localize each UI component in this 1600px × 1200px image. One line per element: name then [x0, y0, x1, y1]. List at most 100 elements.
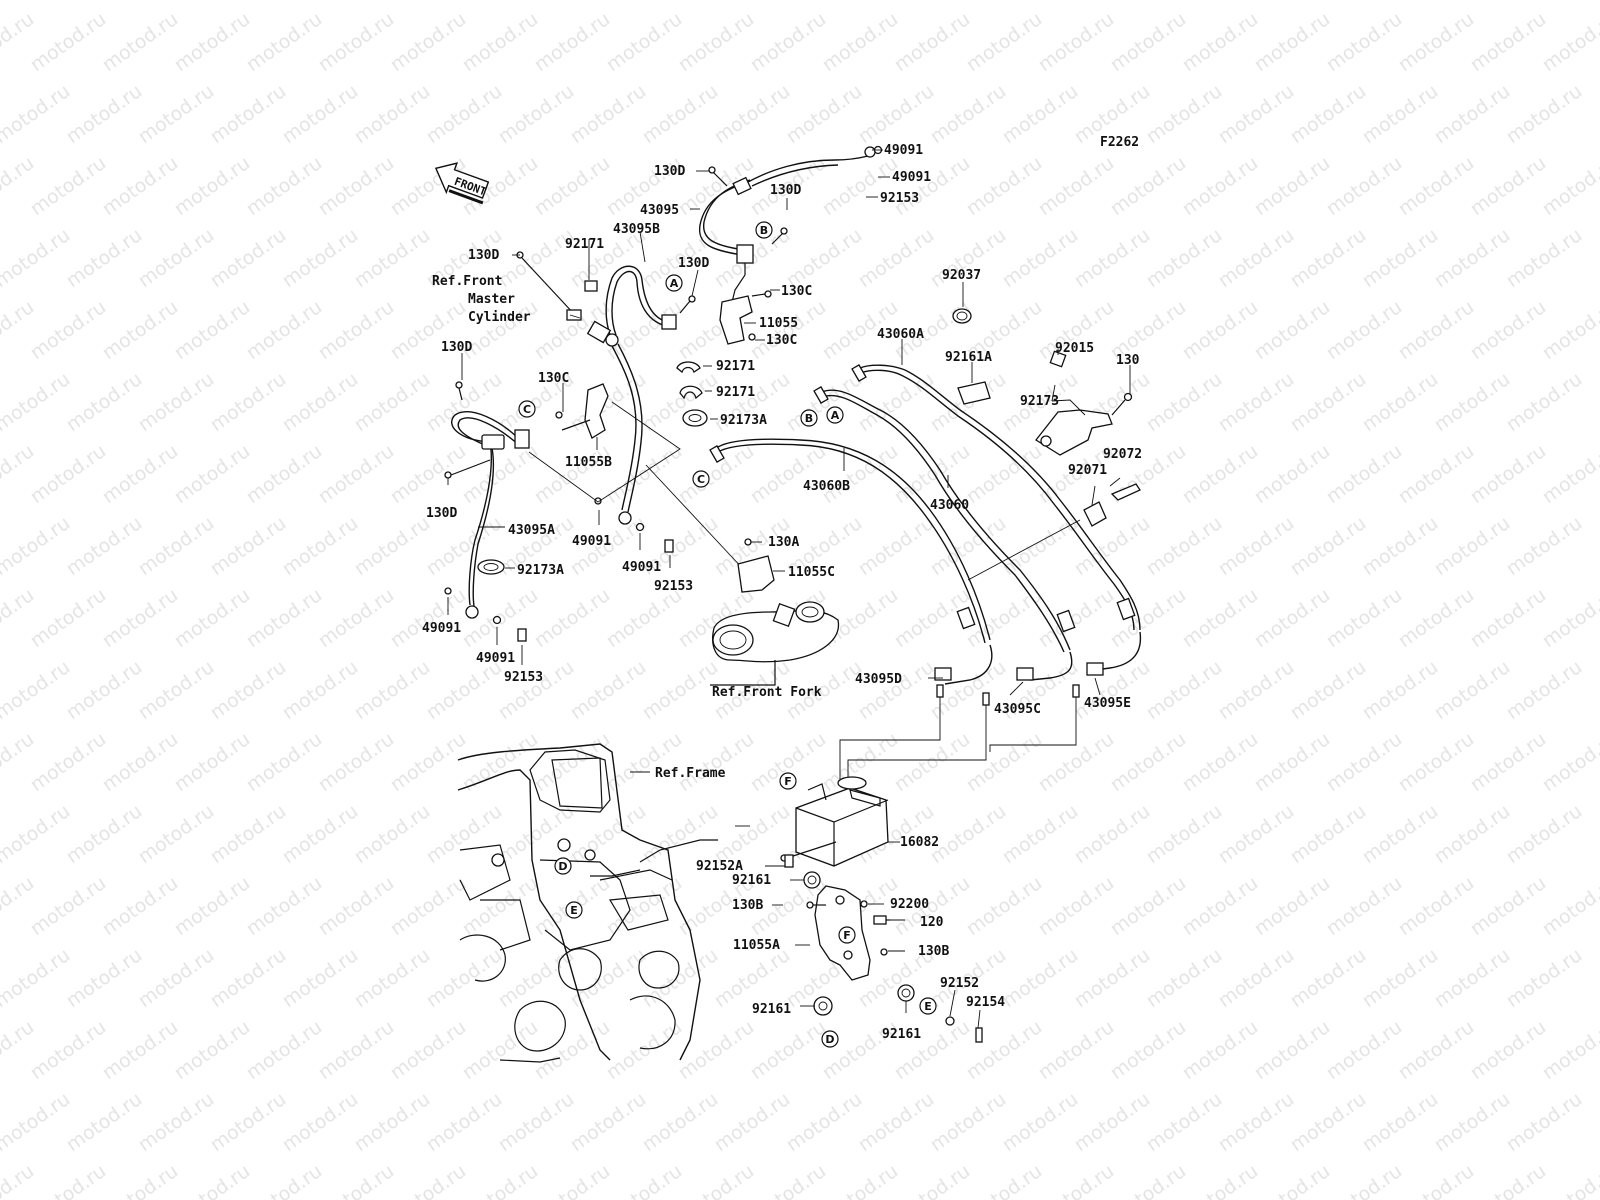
watermark-text: motod.ru: [854, 656, 938, 724]
watermark-text: motod.ru: [206, 656, 290, 724]
watermark-text: motod.ru: [530, 1160, 614, 1200]
watermark-text: motod.ru: [278, 80, 362, 148]
watermark-text: motod.ru: [1286, 368, 1370, 436]
watermark-text: motod.ru: [170, 8, 254, 76]
watermark-text: motod.ru: [26, 584, 110, 652]
watermark-text: motod.ru: [62, 1088, 146, 1156]
watermark-text: motod.ru: [1142, 224, 1226, 292]
watermark-text: motod.ru: [854, 512, 938, 580]
watermark-text: motod.ru: [26, 296, 110, 364]
watermark-text: motod.ru: [1142, 656, 1226, 724]
watermark-text: motod.ru: [1142, 80, 1226, 148]
watermark-text: motod.ru: [1214, 656, 1298, 724]
clamp-92173a: [477, 559, 505, 575]
watermark-text: motod.ru: [854, 1088, 938, 1156]
watermark-text: motod.ru: [1250, 152, 1334, 220]
watermark-text: motod.ru: [1466, 152, 1550, 220]
watermark-text: motod.ru: [1214, 1088, 1298, 1156]
watermark-text: motod.ru: [1250, 872, 1334, 940]
watermark-text: motod.ru: [1538, 584, 1600, 652]
circle-ref-e1: E: [565, 901, 583, 919]
watermark-text: motod.ru: [1070, 1088, 1154, 1156]
circle-ref-f1: F: [779, 772, 797, 790]
label-43060b: 43060B: [803, 479, 850, 494]
watermark-text: motod.ru: [530, 440, 614, 508]
watermark-text: motod.ru: [98, 872, 182, 940]
watermark-text: motod.ru: [1034, 1160, 1118, 1200]
leader-lines: [447, 149, 1131, 1029]
watermark-text: motod.ru: [1430, 512, 1514, 580]
watermark-text: motod.ru: [1106, 1016, 1190, 1084]
watermark-text: motod.ru: [1322, 296, 1406, 364]
watermark-text: motod.ru: [134, 80, 218, 148]
watermark-text: motod.ru: [422, 1088, 506, 1156]
label-120: 120: [920, 915, 944, 930]
watermark-text: motod.ru: [1034, 872, 1118, 940]
watermark-text: motod.ru: [998, 1088, 1082, 1156]
watermark-text: motod.ru: [0, 0, 74, 4]
label-92161-a: 92161: [732, 873, 771, 888]
watermark-text: motod.ru: [602, 872, 686, 940]
watermark-text: motod.ru: [890, 152, 974, 220]
watermark-text: motod.ru: [1430, 224, 1514, 292]
watermark-text: motod.ru: [1142, 944, 1226, 1012]
circle-ref-f2: F: [838, 926, 856, 944]
watermark-text: motod.ru: [350, 224, 434, 292]
svg-text:E: E: [570, 904, 578, 917]
svg-text:B: B: [805, 412, 813, 425]
watermark-text: motod.ru: [458, 8, 542, 76]
watermark-text: motod.ru: [386, 1160, 470, 1200]
watermark-text: motod.ru: [1106, 1160, 1190, 1200]
watermark-text: motod.ru: [1322, 872, 1406, 940]
watermark-text: motod.ru: [1286, 80, 1370, 148]
watermark-text: motod.ru: [602, 440, 686, 508]
watermark-text: motod.ru: [854, 0, 938, 4]
watermark-text: motod.ru: [782, 224, 866, 292]
svg-text:C: C: [697, 473, 705, 486]
watermark-text: motod.ru: [1142, 1088, 1226, 1156]
label-92072: 92072: [1103, 447, 1142, 462]
watermark-text: motod.ru: [278, 512, 362, 580]
watermark-text: motod.ru: [170, 152, 254, 220]
watermark-text: motod.ru: [314, 152, 398, 220]
label-130b-a: 130B: [732, 898, 763, 913]
watermark-text: motod.ru: [818, 1160, 902, 1200]
watermark-text: motod.ru: [962, 1016, 1046, 1084]
watermark-text: motod.ru: [350, 1088, 434, 1156]
hose-43095b: [605, 265, 669, 336]
watermark-text: motod.ru: [1214, 80, 1298, 148]
label-11055: 11055: [759, 316, 798, 331]
watermark-text: motod.ru: [242, 728, 326, 796]
watermark-text: motod.ru: [98, 440, 182, 508]
watermark-text: motod.ru: [278, 944, 362, 1012]
watermark-text: motod.ru: [1322, 584, 1406, 652]
watermark-text: motod.ru: [1358, 1088, 1442, 1156]
watermark-text: motod.ru: [494, 656, 578, 724]
watermark-text: motod.ru: [1322, 728, 1406, 796]
watermark-text: motod.ru: [350, 512, 434, 580]
watermark-text: motod.ru: [1142, 368, 1226, 436]
watermark-text: motod.ru: [26, 1016, 110, 1084]
long-hose: [611, 345, 637, 511]
part-labels: 130D 49091 49091 92153 130D 43095 130D 9…: [422, 143, 1142, 1042]
label-43095d: 43095D: [855, 672, 902, 687]
watermark-text: motod.ru: [1466, 1016, 1550, 1084]
watermark-text: motod.ru: [1286, 944, 1370, 1012]
watermark-text: motod.ru: [62, 0, 146, 4]
watermark-text: motod.ru: [422, 368, 506, 436]
watermark-text: motod.ru: [242, 440, 326, 508]
watermark-text: motod.ru: [890, 8, 974, 76]
watermark-text: motod.ru: [422, 656, 506, 724]
watermark-text: motod.ru: [566, 944, 650, 1012]
watermark-text: motod.ru: [386, 440, 470, 508]
watermark-text: motod.ru: [278, 368, 362, 436]
label-ref-master-2: Master: [468, 292, 515, 307]
watermark-text: motod.ru: [206, 512, 290, 580]
watermark-text: motod.ru: [1178, 440, 1262, 508]
svg-text:A: A: [831, 409, 840, 422]
label-92173a: 92173A: [720, 413, 767, 428]
label-43095c: 43095C: [994, 702, 1041, 717]
watermark-text: motod.ru: [422, 80, 506, 148]
watermark-text: motod.ru: [854, 224, 938, 292]
